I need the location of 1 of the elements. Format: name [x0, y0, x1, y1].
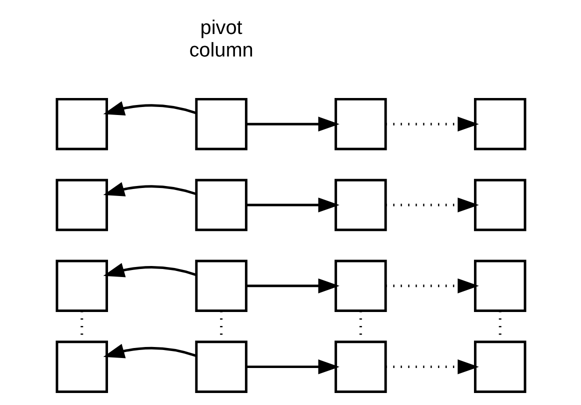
label: pivot column: [188, 17, 253, 62]
